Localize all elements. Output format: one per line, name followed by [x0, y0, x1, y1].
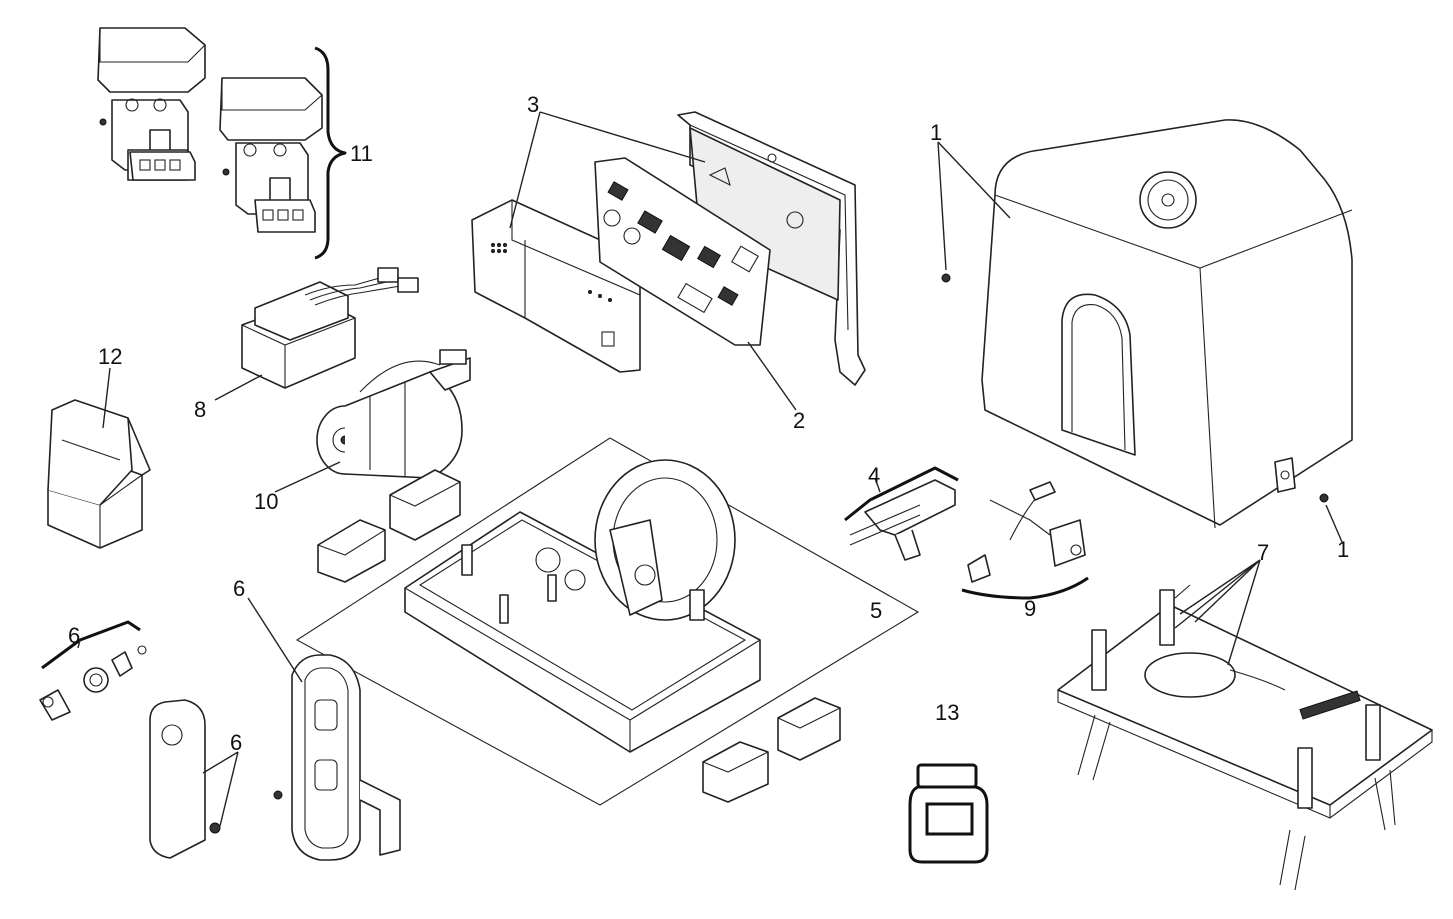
callout-labels: 1 1 2 3 4 5 6 6 6 7 8 9 10 11 12 13 [68, 92, 1349, 755]
label-6-parts: 6 [68, 623, 80, 648]
part-11-photocells [97, 27, 347, 260]
label-1-bottom: 1 [1337, 537, 1349, 562]
part-3-control-box [471, 111, 866, 386]
part-9-switch [961, 481, 1089, 600]
part-6-release [39, 620, 401, 861]
part-12-box [47, 399, 151, 549]
label-6-handle: 6 [233, 576, 245, 601]
label-1-top: 1 [930, 120, 942, 145]
label-4: 4 [868, 463, 880, 488]
part-13-grease-jar [908, 763, 989, 864]
label-6-plate: 6 [230, 730, 242, 755]
label-12: 12 [98, 344, 122, 369]
part-5-base [295, 437, 920, 806]
part-10-motor [316, 349, 471, 479]
label-9: 9 [1024, 596, 1036, 621]
label-11: 11 [350, 141, 373, 166]
label-2: 2 [793, 408, 805, 433]
label-5: 5 [870, 598, 882, 623]
label-7: 7 [1257, 540, 1269, 565]
label-8: 8 [194, 397, 206, 422]
label-13: 13 [935, 700, 959, 725]
part-1-cover [941, 119, 1353, 529]
leader-lines [77, 111, 1343, 827]
part-7-foundation-plate [1057, 584, 1433, 891]
part-4-bracket [844, 466, 959, 561]
part-8-transformer [241, 267, 419, 389]
label-3: 3 [527, 92, 539, 117]
label-10: 10 [254, 489, 278, 514]
part-2-pcb [594, 157, 771, 346]
